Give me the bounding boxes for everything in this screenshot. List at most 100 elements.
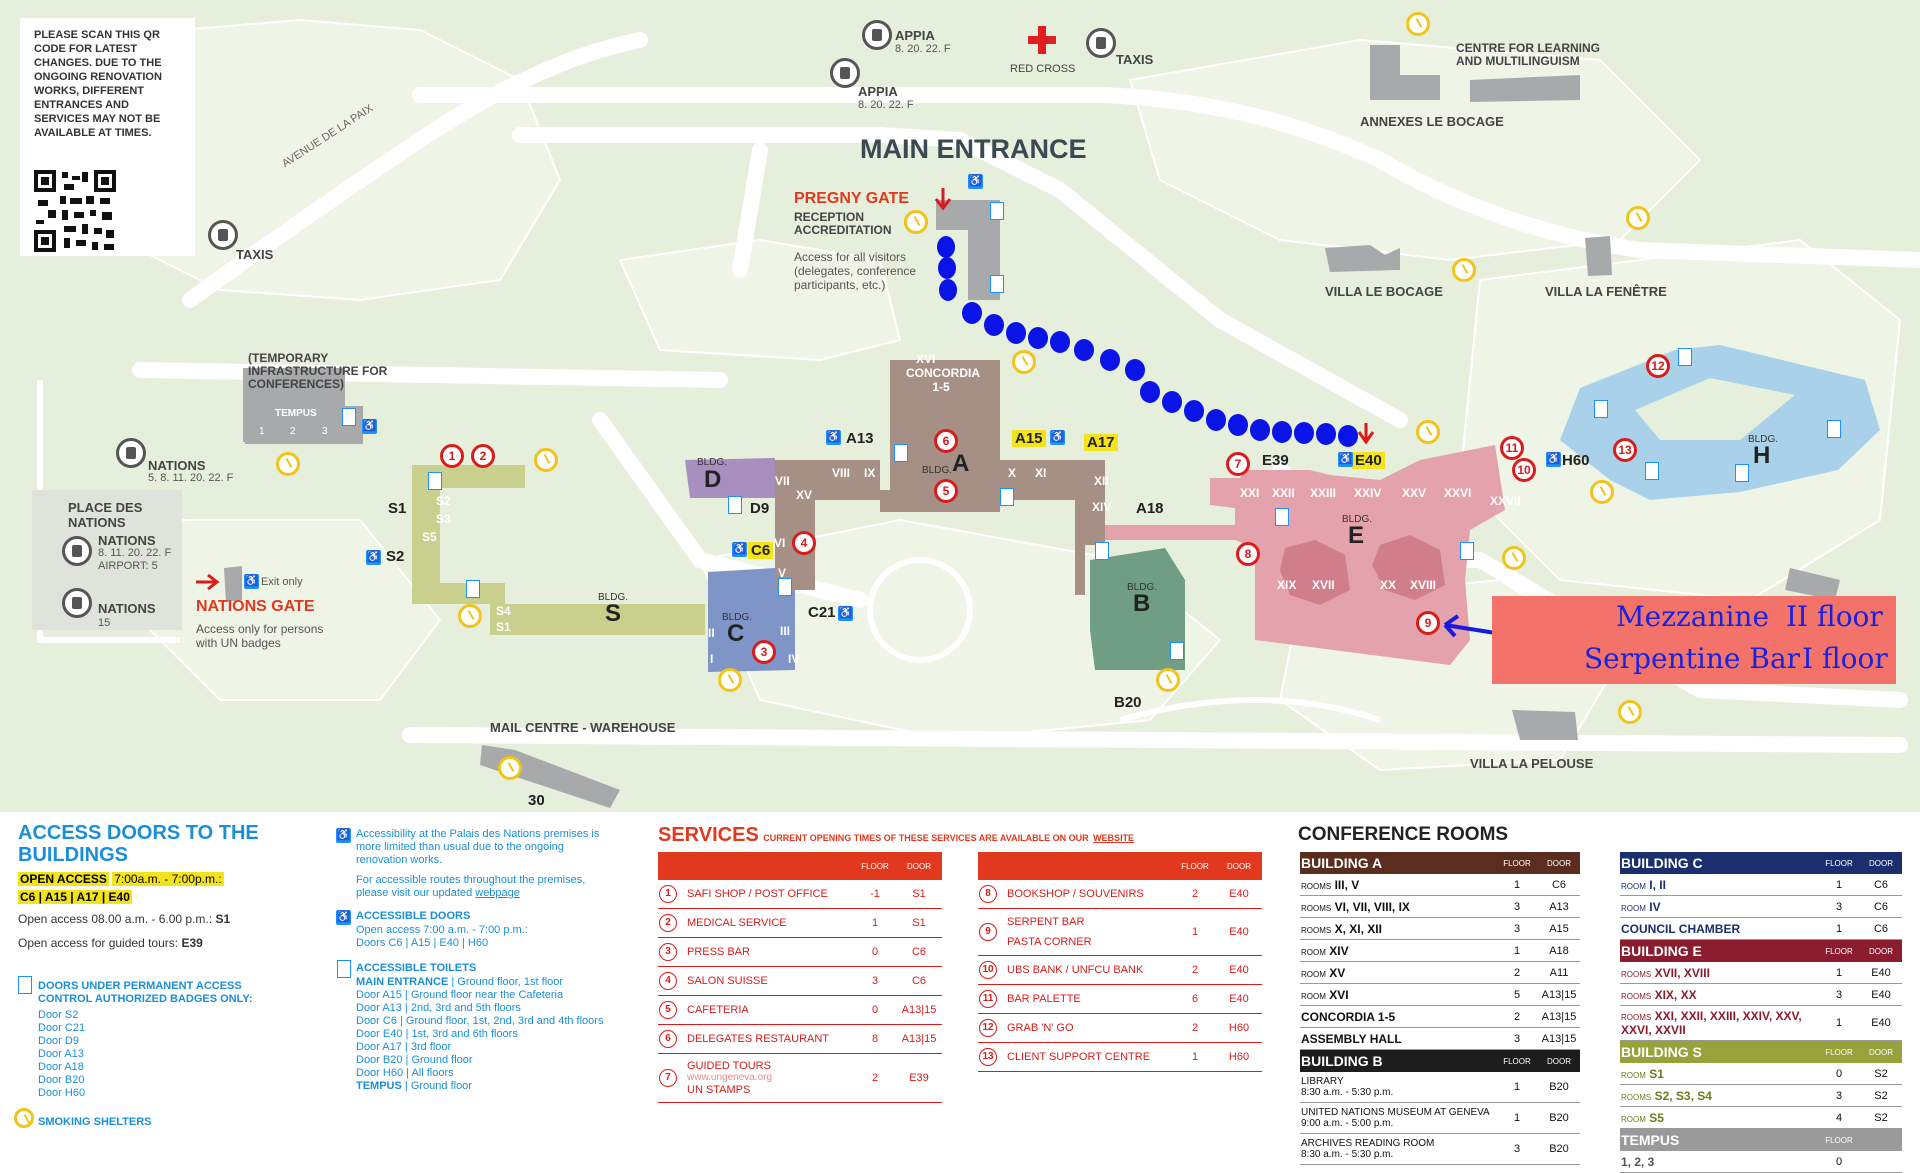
- service-floor: 3: [854, 966, 896, 996]
- taxis-top-label: TAXIS: [1116, 52, 1154, 67]
- door-c6: C6: [748, 542, 774, 559]
- services-header: SERVICES CURRENT OPENING TIMES OF THESE …: [658, 824, 1134, 847]
- qr-code-icon[interactable]: [34, 170, 116, 252]
- room-xxiv: XXIV: [1354, 486, 1382, 500]
- service-door: C6: [896, 937, 942, 967]
- door-a17: A17: [1084, 434, 1118, 451]
- service-name: SERPENT BAR: [1007, 916, 1085, 928]
- accessible-toilet-icon: [337, 960, 351, 978]
- service-floor: 2: [1174, 955, 1216, 985]
- acc-toilet-tempus: TEMPUS | Ground floor: [356, 1080, 616, 1093]
- service-door: E40: [1216, 984, 1262, 1014]
- service-door: S1: [896, 908, 942, 938]
- bldg-a-word: BLDG.: [922, 465, 953, 476]
- service-pin-1[interactable]: 1: [440, 444, 464, 468]
- room-row-label: ROOM: [1301, 947, 1326, 957]
- service-pin-3[interactable]: 3: [752, 640, 776, 664]
- room-row-rooms: XIV: [1329, 943, 1349, 958]
- smoking-shelter-icon: [1502, 546, 1526, 570]
- floor-hdr: FLOOR: [1503, 858, 1531, 868]
- room-row-rooms: S5: [1649, 1110, 1664, 1125]
- room-floor: 3: [1496, 1133, 1538, 1165]
- service-pin-8[interactable]: 8: [1236, 542, 1260, 566]
- accessible-icon: ♿: [732, 542, 747, 557]
- door-hdr: DOOR: [1869, 946, 1893, 956]
- service-pin-4[interactable]: 4: [792, 531, 816, 555]
- tempus-room-2: 2: [290, 426, 296, 437]
- door-c21: C21: [808, 604, 836, 621]
- service-number: 12: [979, 1019, 997, 1037]
- service-pin-9[interactable]: 9: [1416, 611, 1440, 635]
- toilet-icon: [1735, 464, 1749, 482]
- permanent-access-icon: [18, 976, 32, 994]
- accessibility-webpage-link[interactable]: webpage: [475, 887, 520, 899]
- room-floor: 1: [1496, 874, 1538, 896]
- room-floor: 1: [1818, 874, 1860, 896]
- room-row-name: LIBRARY: [1301, 1076, 1344, 1087]
- room-row-rooms: COUNCIL CHAMBER: [1621, 921, 1741, 936]
- toilet-icon: [1095, 542, 1109, 560]
- building-b-header: BUILDING B FLOOR DOOR: [1300, 1049, 1580, 1072]
- bus-stop-icon: [62, 588, 92, 618]
- room-row-label: ROOMS: [1301, 881, 1332, 891]
- toilet-icon: [1594, 400, 1608, 418]
- smoking-shelter-icon: [1626, 206, 1650, 230]
- toilet-icon: [990, 202, 1004, 220]
- toilet-icon: [778, 578, 792, 596]
- main-entrance-label: MAIN ENTRANCE: [860, 134, 1087, 164]
- building-c-title: BUILDING C: [1621, 855, 1703, 871]
- service-pin-13[interactable]: 13: [1613, 438, 1637, 462]
- accessible-icon: ♿: [838, 606, 853, 621]
- map-base: [37, 18, 1920, 808]
- room-c-i: I: [710, 652, 714, 666]
- room-s1: S1: [496, 620, 511, 634]
- room-xviii: XVIII: [1410, 578, 1437, 592]
- taxi-icon: [208, 220, 238, 250]
- accessible-icon: ♿: [1338, 452, 1353, 467]
- service-pin-11[interactable]: 11: [1500, 436, 1524, 460]
- bldg-a-letter: A: [952, 450, 970, 477]
- toilet-icon: [1170, 642, 1184, 660]
- service-pin-5[interactable]: 5: [934, 479, 958, 503]
- building-a-shape: [775, 360, 1105, 595]
- appia-2-lines: 8. 20. 22. F: [858, 99, 914, 111]
- smoking-shelter-icon: [534, 448, 558, 472]
- services-website-link[interactable]: WEBSITE: [1093, 833, 1135, 843]
- service-pin-6[interactable]: 6: [934, 429, 958, 453]
- service-pin-2[interactable]: 2: [471, 444, 495, 468]
- room-door: A13|15: [1538, 983, 1580, 1006]
- acc-doors-title: ACCESSIBLE DOORS: [356, 910, 471, 922]
- acc-toilets-title: ACCESSIBLE TOILETS: [356, 962, 477, 974]
- service-pin-12[interactable]: 12: [1646, 354, 1670, 378]
- room-xxii: XXII: [1272, 486, 1295, 500]
- service-pin-7[interactable]: 7: [1226, 452, 1250, 476]
- room-floor: 3: [1818, 1084, 1860, 1107]
- service-number: 3: [659, 943, 677, 961]
- tempus-label: TEMPUS: [275, 408, 317, 419]
- perm-title: DOORS UNDER PERMANENT ACCESS CONTROL AUT…: [38, 980, 253, 1005]
- room-c-iv: IV: [788, 652, 800, 666]
- service-url[interactable]: www.ungeneva.org: [687, 1072, 773, 1083]
- callout-floor-2: I floor: [1802, 642, 1888, 675]
- room-row-rooms: ASSEMBLY HALL: [1301, 1031, 1402, 1046]
- room-row-rooms: VI, VII, VIII, IX: [1334, 899, 1410, 914]
- campus-map: PLEASE SCAN THIS QR CODE FOR LATEST CHAN…: [0, 0, 1920, 812]
- room-door: A13: [1538, 895, 1580, 918]
- service-pin-10[interactable]: 10: [1512, 458, 1536, 482]
- room-row-name: ARCHIVES READING ROOM: [1301, 1138, 1435, 1149]
- door-hdr: DOOR: [1869, 1047, 1893, 1057]
- service-floor: 2: [854, 1053, 896, 1103]
- taxi-icon: [1086, 28, 1116, 58]
- conference-title: CONFERENCE ROOMS: [1298, 824, 1509, 845]
- tempus-room-3: 3: [322, 426, 328, 437]
- acc-toilet-item: Door A15 | Ground floor near the Cafeter…: [356, 989, 564, 1001]
- open-access-office-door: S1: [215, 912, 231, 926]
- accessible-icon: ♿: [336, 910, 351, 925]
- building-b-shape: [1090, 548, 1185, 670]
